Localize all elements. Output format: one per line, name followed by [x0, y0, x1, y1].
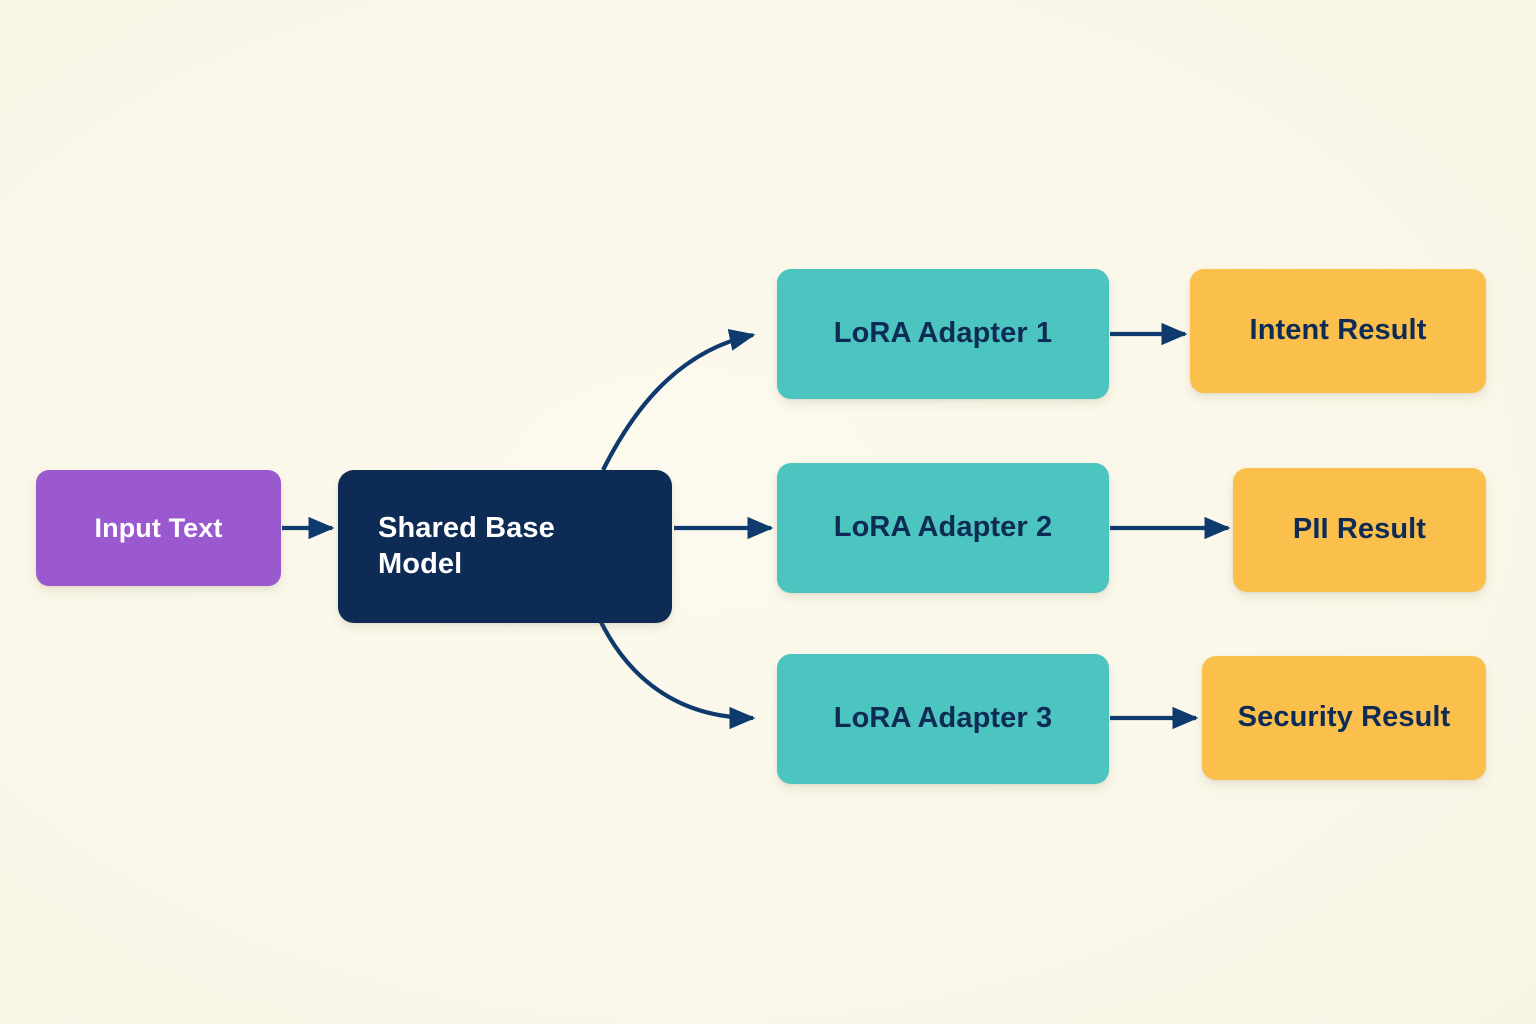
- node-lora-adapter-2[interactable]: LoRA Adapter 2: [777, 463, 1109, 593]
- node-lora-adapter-2-label: LoRA Adapter 2: [833, 511, 1053, 544]
- node-input-text[interactable]: Input Text: [36, 470, 281, 586]
- node-lora-adapter-1-label: LoRA Adapter 1: [833, 317, 1053, 350]
- node-shared-base-model-line-1: Shared Base: [378, 512, 555, 545]
- node-lora-adapter-3-label: LoRA Adapter 3: [833, 702, 1053, 735]
- node-pii-result-label: PII Result: [1292, 513, 1427, 546]
- node-lora-adapter-3[interactable]: LoRA Adapter 3: [777, 654, 1109, 784]
- node-security-result-label: Security Result: [1237, 701, 1451, 734]
- edge-base-to-adapter-1: [601, 328, 756, 471]
- node-input-text-label: Input Text: [94, 512, 223, 543]
- node-intent-result[interactable]: Intent Result: [1190, 269, 1486, 393]
- node-lora-adapter-1[interactable]: LoRA Adapter 1: [777, 269, 1109, 399]
- node-security-result[interactable]: Security Result: [1202, 656, 1486, 780]
- node-shared-base-model[interactable]: Shared Base Model: [338, 470, 672, 623]
- node-shared-base-model-label: Shared Base Model: [378, 511, 632, 582]
- edge-base-to-adapter-3: [599, 621, 756, 730]
- node-pii-result[interactable]: PII Result: [1233, 468, 1486, 592]
- node-intent-result-label: Intent Result: [1249, 314, 1427, 347]
- node-shared-base-model-line-2: Model: [378, 547, 463, 580]
